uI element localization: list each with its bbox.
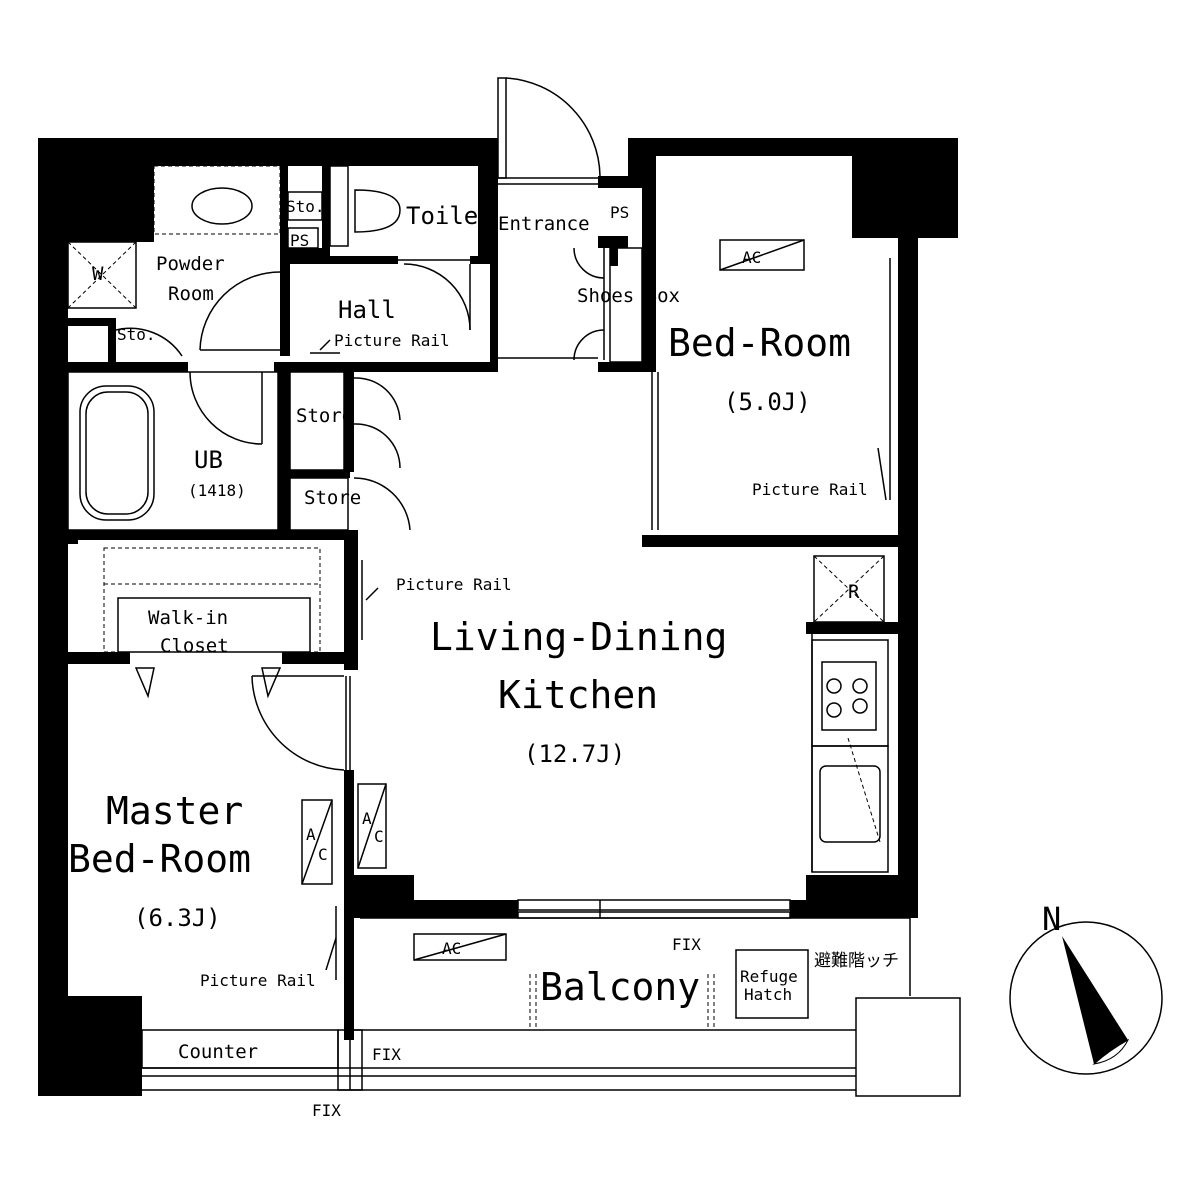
sto-left-label: Sto. — [117, 325, 156, 344]
ps-kitchen-label: PS — [842, 881, 861, 900]
north-label: N — [1042, 900, 1061, 938]
fix-balcony-label: FIX — [672, 935, 701, 954]
master-label-2: Bed-Room — [68, 837, 251, 881]
ac-ldk-a: A — [362, 809, 372, 828]
room-labels: Toilet Entrance PS PS Sto. Sto. W Powder… — [68, 197, 899, 1063]
compass: N — [1009, 900, 1163, 1075]
entrance-label: Entrance — [498, 213, 590, 235]
hall-label: Hall — [338, 296, 396, 324]
walkin-label-1: Walk-in — [148, 607, 228, 629]
shoes-box-label: Shoes Box — [577, 285, 680, 307]
refuge-label-1: Refuge — [740, 967, 798, 986]
ac-bedroom-label: AC — [742, 248, 761, 267]
picture-rail-hall: Picture Rail — [334, 331, 450, 350]
ldk-size: (12.7J) — [524, 740, 625, 768]
fixture-labels: Picture Rail Picture Rail Picture Rail P… — [200, 248, 868, 1120]
ac-master-a: A — [306, 825, 316, 844]
bedroom-size: (5.0J) — [724, 388, 811, 416]
powder-room-label-2: Room — [168, 283, 214, 305]
ac-ldk-c: C — [374, 827, 384, 846]
refuge-label-2: Hatch — [744, 985, 792, 1004]
store-label-2: Store — [304, 487, 361, 509]
sto-top-label: Sto. — [286, 197, 325, 216]
ps-top-label: PS — [610, 203, 629, 222]
ac-balcony-label: AC — [442, 939, 461, 958]
fixture-lines — [67, 77, 961, 1097]
master-size: (6.3J) — [134, 904, 221, 932]
toilet-label: Toilet — [406, 202, 493, 230]
refuge-jp-label: 避難階ッチ — [814, 951, 899, 971]
ps-small-label: PS — [290, 231, 309, 250]
picture-rail-ldk: Picture Rail — [396, 575, 512, 594]
balcony-label: Balcony — [540, 965, 700, 1009]
store-label-1: Store — [296, 405, 353, 427]
ub-label: UB — [194, 446, 223, 474]
compass-ring — [1009, 921, 1163, 1075]
bedroom-label: Bed-Room — [668, 321, 851, 365]
interior-walls — [68, 150, 918, 1040]
master-label-1: Master — [106, 789, 243, 833]
powder-room-label-1: Powder — [156, 253, 225, 275]
ac-master-c: C — [318, 845, 328, 864]
walkin-label-2: Closet — [160, 635, 229, 657]
fix-bottom-label: FIX — [312, 1101, 341, 1120]
fix-side-label: FIX — [372, 1045, 401, 1064]
ldk-label-1: Living-Dining — [430, 615, 727, 659]
north-arrow-icon — [1062, 936, 1128, 1064]
ldk-label-2: Kitchen — [498, 673, 658, 717]
picture-rail-master: Picture Rail — [200, 971, 316, 990]
fridge-label: R — [848, 581, 860, 603]
washer-label: W — [92, 263, 104, 285]
counter-label: Counter — [178, 1041, 258, 1063]
ub-size: (1418) — [188, 481, 246, 500]
picture-rail-bedroom: Picture Rail — [752, 480, 868, 499]
